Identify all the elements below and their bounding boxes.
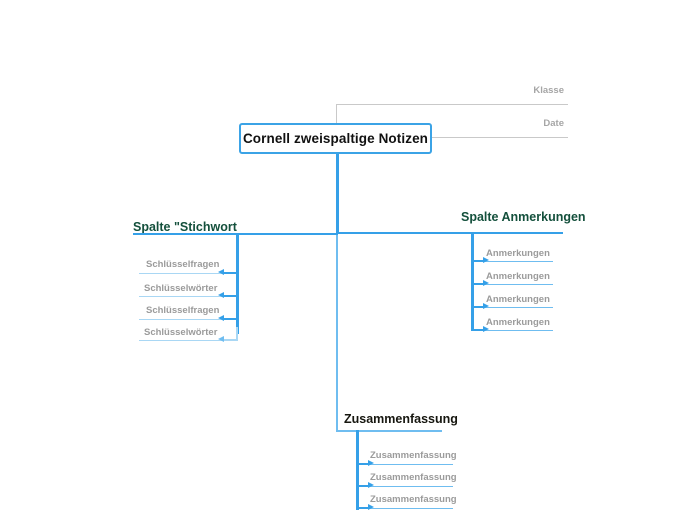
arrow-right-icon (368, 504, 374, 510)
leaf-label[interactable]: Schlüsselwörter (144, 283, 218, 294)
leaf-connector (222, 339, 238, 341)
leaf-connector (222, 272, 238, 274)
leaf-label[interactable]: Zusammenfassung (370, 494, 457, 505)
leaf-connector (471, 306, 485, 308)
trunk-lower (336, 234, 338, 431)
branch-underline-zusammenfassung (336, 430, 442, 432)
branch-spine-stichwort (236, 233, 239, 334)
arrow-left-icon (218, 292, 224, 298)
branch-spine-anmerkungen (471, 232, 474, 331)
arrow-right-icon (368, 460, 374, 466)
leaf-label[interactable]: Schlüsselwörter (144, 327, 218, 338)
leaf-connector (471, 283, 485, 285)
leaf-label[interactable]: Schlüsselfragen (146, 259, 220, 270)
arrow-left-icon (218, 336, 224, 342)
branch-title-stichwort[interactable]: Spalte "Stichwort (133, 220, 237, 234)
branch-title-anmerkungen[interactable]: Spalte Anmerkungen (461, 210, 586, 224)
leaf-label[interactable]: Zusammenfassung (370, 472, 457, 483)
leaf-label[interactable]: Anmerkungen (486, 317, 550, 328)
arrow-right-icon (483, 257, 489, 263)
arrow-left-icon (218, 269, 224, 275)
leaf-line (139, 340, 231, 341)
klasse-left-stub (336, 104, 337, 134)
leaf-line (478, 261, 553, 262)
leaf-line (139, 273, 231, 274)
leaf-label[interactable]: Zusammenfassung (370, 450, 457, 461)
arrow-right-icon (483, 303, 489, 309)
branch-spine-tail-stichwort (236, 327, 238, 340)
branch-underline-anmerkungen (336, 232, 563, 234)
leaf-line (478, 307, 553, 308)
leaf-label[interactable]: Schlüsselfragen (146, 305, 220, 316)
branch-title-zusammenfassung[interactable]: Zusammenfassung (344, 412, 458, 426)
date-underline (336, 137, 568, 138)
root-node[interactable]: Cornell zweispaltige Notizen (239, 123, 432, 154)
leaf-label[interactable]: Anmerkungen (486, 294, 550, 305)
arrow-right-icon (368, 482, 374, 488)
leaf-connector (356, 485, 370, 487)
branch-underline-stichwort (133, 233, 338, 235)
leaf-connector (356, 507, 370, 509)
arrow-left-icon (218, 315, 224, 321)
corner-label-date: Date (543, 118, 564, 129)
leaf-connector (471, 260, 485, 262)
leaf-line (363, 508, 453, 509)
klasse-underline (336, 104, 568, 105)
leaf-line (139, 296, 231, 297)
leaf-label[interactable]: Anmerkungen (486, 248, 550, 259)
leaf-connector (471, 329, 485, 331)
leaf-line (363, 486, 453, 487)
leaf-line (478, 284, 553, 285)
leaf-line (363, 464, 453, 465)
leaf-connector (222, 318, 238, 320)
arrow-right-icon (483, 326, 489, 332)
leaf-line (478, 330, 553, 331)
leaf-label[interactable]: Anmerkungen (486, 271, 550, 282)
arrow-right-icon (483, 280, 489, 286)
leaf-line (139, 319, 231, 320)
branch-spine-zusammenfassung (356, 430, 359, 510)
leaf-connector (356, 463, 370, 465)
leaf-connector (222, 295, 238, 297)
corner-label-klasse: Klasse (533, 85, 564, 96)
trunk-upper (336, 154, 339, 234)
